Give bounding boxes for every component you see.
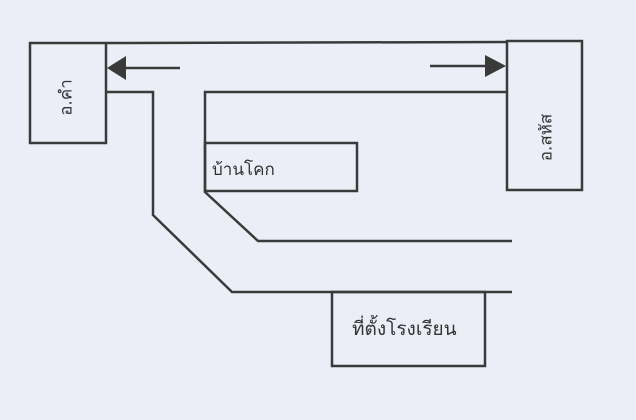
left-arrow-head-icon <box>107 56 126 80</box>
right-district-label: อ.สหัส <box>536 113 557 162</box>
village-box <box>203 141 359 193</box>
school-label: ที่ตั้งโรงเรียน <box>352 318 457 340</box>
school-box <box>330 290 487 368</box>
left-district-label: อ.คำ <box>56 79 77 116</box>
village-label: บ้านโคก <box>212 160 275 180</box>
outer-road-edge <box>106 90 512 294</box>
top-road-edge <box>105 40 508 45</box>
right-arrow-head-icon <box>485 55 506 77</box>
right-district-box <box>505 39 584 192</box>
